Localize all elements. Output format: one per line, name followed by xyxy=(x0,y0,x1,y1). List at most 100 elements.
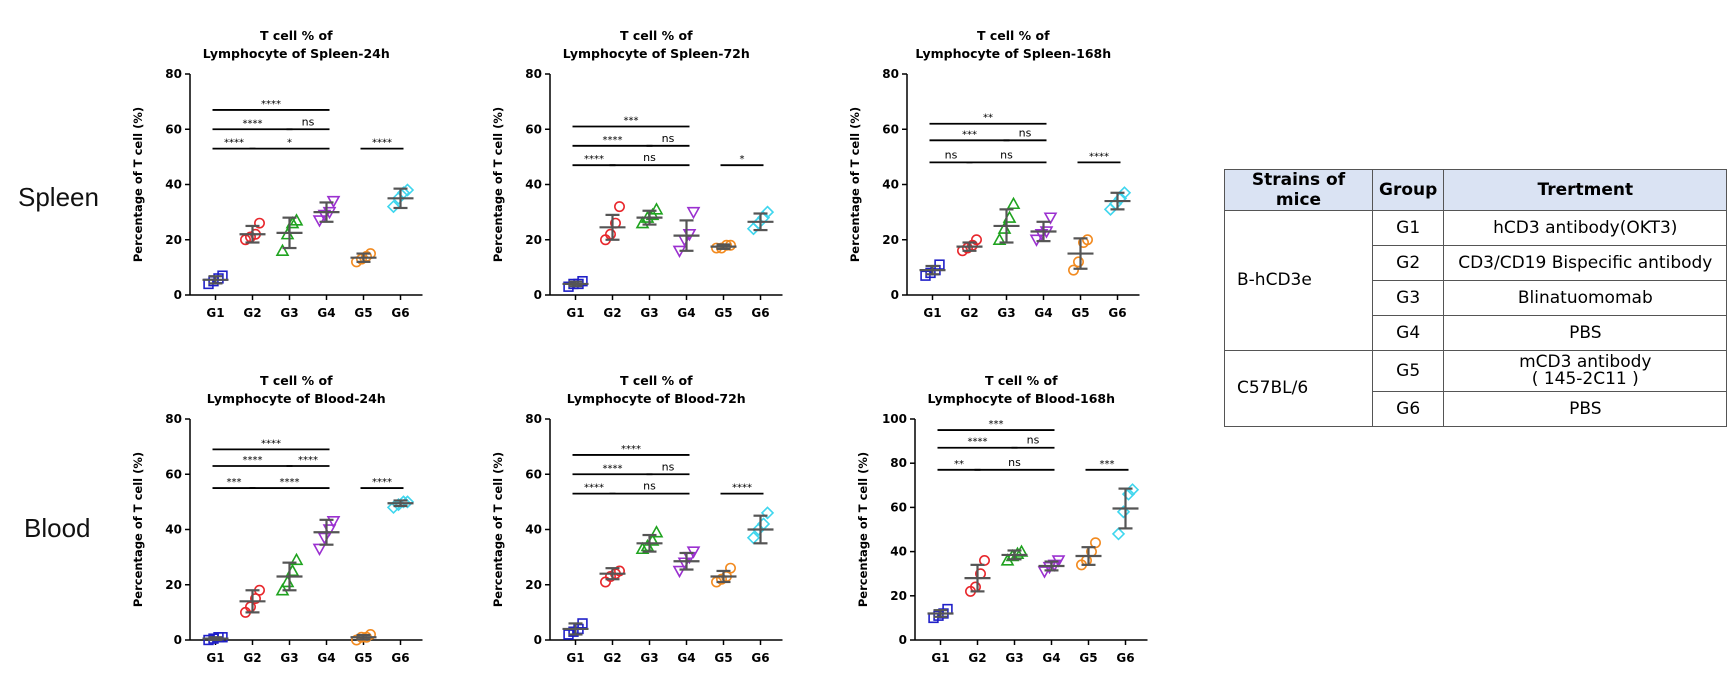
significance-label: ns xyxy=(1000,148,1013,161)
x-tick-label: G4 xyxy=(1034,306,1052,320)
data-point xyxy=(760,506,775,520)
strain-cell: B-hCD3e xyxy=(1224,210,1373,351)
x-tick-label: G1 xyxy=(206,651,224,665)
data-point xyxy=(649,525,664,538)
chart-title: T cell % of xyxy=(977,28,1050,43)
y-tick-label: 0 xyxy=(534,633,542,647)
significance-label: ns xyxy=(662,132,675,145)
y-tick-label: 40 xyxy=(165,523,182,537)
header-treatment: Trertment xyxy=(1443,169,1728,211)
x-tick-label: G2 xyxy=(960,306,978,320)
group-cell: G3 xyxy=(1371,280,1445,316)
y-tick-label: 60 xyxy=(165,122,182,136)
data-point xyxy=(280,574,295,588)
significance-label: * xyxy=(740,154,745,165)
significance-label: **** xyxy=(224,138,244,149)
header-strain: Strains of mice xyxy=(1224,169,1373,211)
x-tick-label: G2 xyxy=(243,651,261,665)
y-tick-label: 40 xyxy=(165,178,182,192)
significance-label: **** xyxy=(621,444,641,455)
x-tick-label: G5 xyxy=(1071,306,1089,320)
significance-label: ns xyxy=(1008,456,1021,469)
significance-label: *** xyxy=(624,115,639,126)
significance-label: **** xyxy=(1089,151,1109,162)
x-tick-label: G6 xyxy=(391,651,409,665)
table-row: C57BL/6 G5 mCD3 antibody ( 145-2C11 ) xyxy=(1224,350,1728,427)
significance-label: **** xyxy=(603,135,623,146)
significance-label: ns xyxy=(662,460,675,473)
significance-label: ** xyxy=(983,113,993,124)
data-point xyxy=(971,234,982,246)
significance-label: ns xyxy=(1027,434,1040,447)
x-tick-label: G3 xyxy=(280,306,298,320)
data-point xyxy=(992,232,1007,245)
data-point xyxy=(1037,566,1052,579)
chart-title: T cell % of xyxy=(985,373,1058,388)
data-point xyxy=(760,205,775,219)
y-tick-label: 60 xyxy=(525,122,542,136)
y-tick-label: 80 xyxy=(525,412,542,426)
row-label-spleen: Spleen xyxy=(18,182,99,212)
y-tick-label: 20 xyxy=(525,578,542,592)
treatment-cell: mCD3 antibody ( 145-2C11 ) xyxy=(1443,350,1728,392)
y-axis-label: Percentage of T cell (%) xyxy=(491,452,505,607)
y-tick-label: 20 xyxy=(165,233,182,247)
data-point xyxy=(1006,196,1021,210)
data-point xyxy=(1043,212,1058,225)
data-point xyxy=(1116,505,1131,519)
x-tick-label: G6 xyxy=(751,306,769,320)
data-point xyxy=(275,243,290,256)
y-tick-label: 0 xyxy=(891,288,899,302)
data-point xyxy=(751,216,766,230)
chart-title: Lymphocyte of Spleen-24h xyxy=(203,46,390,61)
y-tick-label: 40 xyxy=(525,523,542,537)
significance-label: ns xyxy=(1019,126,1032,139)
treatment-line: ( 145-2C11 ) xyxy=(1531,369,1639,389)
x-tick-label: G4 xyxy=(677,306,695,320)
y-axis-label: Percentage of T cell (%) xyxy=(131,107,145,262)
significance-label: ** xyxy=(954,459,964,470)
x-tick-label: G5 xyxy=(1079,651,1097,665)
x-tick-label: G1 xyxy=(923,306,941,320)
x-tick-label: G2 xyxy=(603,306,621,320)
data-point xyxy=(979,554,990,566)
table-row: G3 Blinatuomomab xyxy=(1225,280,1728,316)
y-axis-label: Percentage of T cell (%) xyxy=(856,452,870,607)
x-tick-label: G4 xyxy=(1042,651,1060,665)
y-tick-label: 20 xyxy=(890,589,907,603)
data-point xyxy=(649,202,664,215)
data-point xyxy=(746,222,761,236)
x-tick-label: G3 xyxy=(1005,651,1023,665)
group-cell: G2 xyxy=(1371,245,1445,281)
significance-label: *** xyxy=(227,477,242,488)
y-tick-label: 20 xyxy=(882,233,899,247)
table-row: G6 PBS xyxy=(1225,391,1728,427)
significance-label: ns xyxy=(643,480,656,493)
significance-label: **** xyxy=(261,99,281,110)
table-row: B-hCD3e G1 hCD3 antibody(OKT3) xyxy=(1224,210,1728,351)
significance-label: ns xyxy=(302,115,315,128)
significance-label: **** xyxy=(603,463,623,474)
x-tick-label: G1 xyxy=(566,651,584,665)
significance-label: **** xyxy=(584,154,604,165)
x-tick-label: G1 xyxy=(931,651,949,665)
data-point xyxy=(1073,256,1084,268)
chart-title: T cell % of xyxy=(260,28,333,43)
treatment-cell: CD3/CD19 Bispecific antibody xyxy=(1443,245,1728,281)
y-tick-label: 60 xyxy=(525,467,542,481)
y-tick-label: 100 xyxy=(882,412,907,426)
x-tick-label: G5 xyxy=(714,306,732,320)
x-tick-label: G5 xyxy=(354,651,372,665)
chart-title: Lymphocyte of Spleen-72h xyxy=(563,46,750,61)
data-point xyxy=(386,199,401,214)
chart-title: T cell % of xyxy=(620,28,693,43)
y-tick-label: 40 xyxy=(525,178,542,192)
y-axis-label: Percentage of T cell (%) xyxy=(848,107,862,262)
y-axis-label: Percentage of T cell (%) xyxy=(131,452,145,607)
x-tick-label: G6 xyxy=(391,306,409,320)
x-tick-label: G1 xyxy=(566,306,584,320)
data-point xyxy=(312,543,327,556)
